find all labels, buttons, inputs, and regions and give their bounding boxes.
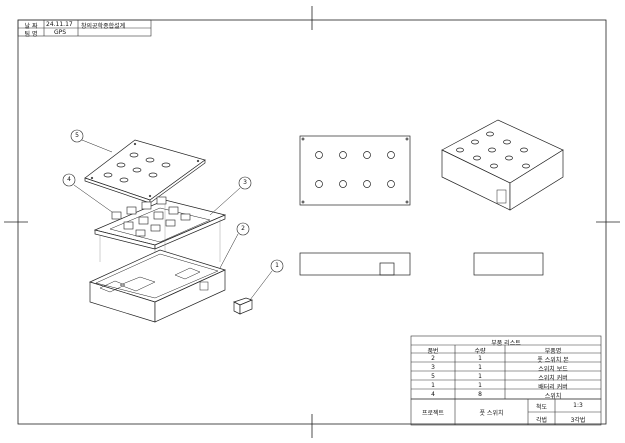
part-battery-cover bbox=[233, 297, 253, 315]
parts-row-qty: 1 bbox=[478, 364, 482, 371]
parts-row-qty: 1 bbox=[478, 373, 482, 380]
parts-row-name: 풋 스위치 본 bbox=[537, 357, 569, 364]
parts-row-no: 3 bbox=[431, 364, 435, 371]
parts-row-qty: 1 bbox=[478, 382, 482, 389]
parts-list-title: 부품 리스트 bbox=[491, 340, 521, 347]
parts-row-no: 2 bbox=[431, 355, 435, 362]
balloon-2: 2 bbox=[241, 225, 245, 232]
parts-header-qty: 수량 bbox=[474, 348, 486, 355]
parts-row-name: 배터리 커버 bbox=[538, 384, 568, 391]
date-label: 날 짜 bbox=[24, 23, 38, 30]
parts-row-name: 스위치 보드 bbox=[538, 366, 568, 373]
isometric-view bbox=[441, 119, 564, 211]
parts-header-name: 부품명 bbox=[544, 348, 562, 355]
parts-row-qty: 1 bbox=[478, 355, 482, 362]
course-name: 창의공학종합설계 bbox=[81, 23, 126, 30]
part-switch-cover bbox=[84, 139, 206, 204]
angle-label: 각법 bbox=[535, 417, 548, 424]
balloon-4: 4 bbox=[67, 176, 71, 183]
parts-header-no: 품번 bbox=[427, 348, 439, 355]
balloon-circles bbox=[62, 129, 284, 273]
parts-row-no: 5 bbox=[431, 373, 435, 380]
exploded-view bbox=[84, 139, 253, 323]
parts-row-qty: 8 bbox=[478, 391, 482, 398]
title-block-grid bbox=[410, 398, 602, 426]
centering-marks bbox=[4, 6, 620, 438]
angle-value: 3각법 bbox=[570, 417, 586, 424]
project-name: 풋 스위치 bbox=[479, 410, 504, 417]
header-table bbox=[17, 19, 152, 37]
parts-row-name: 스위치 커버 bbox=[538, 375, 568, 382]
leader-lines bbox=[73, 139, 273, 301]
front-view bbox=[299, 252, 411, 276]
balloon-1: 1 bbox=[275, 262, 279, 269]
scale-label: 척도 bbox=[535, 404, 548, 411]
top-view bbox=[299, 135, 411, 206]
part-switch-board bbox=[93, 199, 227, 250]
part-switches bbox=[111, 196, 191, 237]
parts-list-grid bbox=[410, 335, 602, 400]
part-footswitch-body bbox=[89, 249, 226, 323]
scale-value: 1:3 bbox=[573, 402, 583, 409]
team-label: 팀 명 bbox=[24, 31, 38, 38]
date-value: 24.11.17 bbox=[46, 21, 73, 28]
parts-row-name: 스위치 bbox=[544, 393, 562, 400]
balloon-3: 3 bbox=[243, 179, 247, 186]
balloon-5: 5 bbox=[75, 132, 79, 139]
parts-row-no: 1 bbox=[431, 382, 435, 389]
team-value: GPS bbox=[54, 29, 67, 36]
parts-row-no: 4 bbox=[431, 391, 435, 398]
side-view bbox=[473, 252, 544, 276]
project-label: 프로젝트 bbox=[421, 410, 445, 417]
